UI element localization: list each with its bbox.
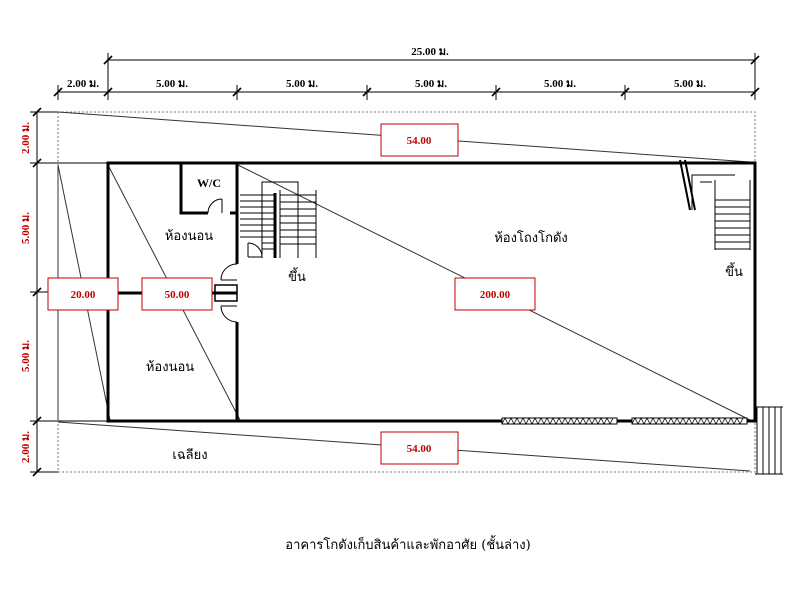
room-bedroom-bottom-label: ห้องนอน [146,360,194,375]
room-bedroom-top-label: ห้องนอน [165,229,213,244]
dim-vertical-4: 2.00 ม. [20,431,32,463]
dim-bay-3: 5.00 ม. [415,78,447,90]
box-bottom-label: 54.00 [407,443,432,455]
dim-bay-2: 5.00 ม. [286,78,318,90]
box-top [380,123,459,157]
box-top-label: 54.00 [407,135,432,147]
box-middle-left-label: 50.00 [165,289,190,301]
dim-bay-5: 5.00 ม. [674,78,706,90]
dim-total: 25.00 ม. [411,46,449,58]
dim-bay-4: 5.00 ม. [544,78,576,90]
plan-caption: อาคารโกดังเก็บสินค้าและพักอาศัย (ชั้นล่า… [285,535,530,553]
exterior-steps [755,406,783,475]
left-dimension-ticks [32,107,42,477]
box-bottom [380,431,459,465]
dim-left-offset: 2.00 ม. [67,78,99,90]
box-middle-left [141,277,213,311]
room-warehouse-label: ห้องโถงโกดัง [494,230,568,246]
stair-up-right-label: ขึ้น [725,262,743,280]
dim-bay-1: 5.00 ม. [156,78,188,90]
dim-vertical-2: 5.00 ม. [20,212,32,244]
dim-vertical-3: 5.00 ม. [20,340,32,372]
stair-right [679,159,751,250]
box-center [454,277,536,311]
box-center-label: 200.00 [480,289,511,301]
room-wc-label: W/C [197,176,221,190]
stair-up-left-label: ขึ้น [288,267,306,285]
porch-label: เฉลียง [172,447,207,463]
box-left [47,277,119,311]
door-frame [214,284,238,302]
sliding-gates [501,417,748,425]
gate-hatch [501,417,744,425]
door-swings [207,198,263,323]
box-left-label: 20.00 [71,289,96,301]
top-dimension-lines [57,53,756,100]
top-dimension-ticks [53,55,760,97]
stair-left [240,181,317,258]
dim-vertical-1: 2.00 ม. [20,122,32,154]
